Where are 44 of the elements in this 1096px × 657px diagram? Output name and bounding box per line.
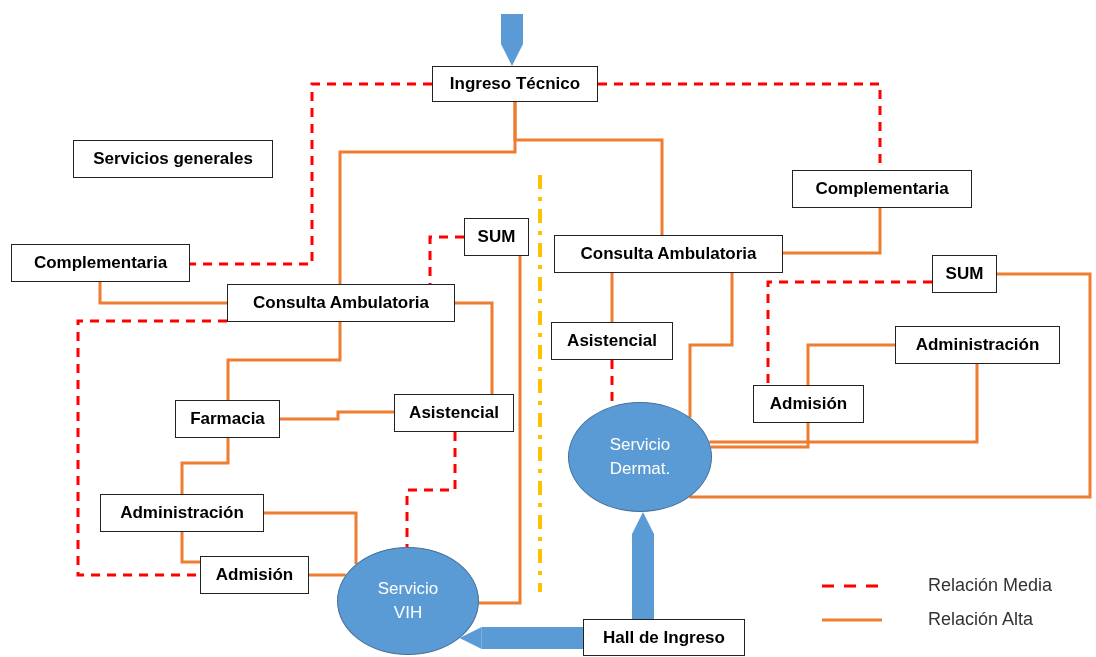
area-box: Ingreso Técnico <box>432 66 598 102</box>
connector-line <box>709 364 979 444</box>
connector-line <box>190 82 432 266</box>
area-box: SUM <box>464 218 529 256</box>
area-box: Asistencial <box>551 322 673 360</box>
area-box: Administración <box>895 326 1060 364</box>
connector-line <box>689 272 1092 499</box>
area-box: Consulta Ambulatoria <box>554 235 783 273</box>
area-box: Administración <box>100 494 264 532</box>
connector-line <box>226 322 342 400</box>
legend-label: Relación Media <box>928 574 1053 597</box>
legend-label: Relación Alta <box>928 608 1034 631</box>
connector-line <box>309 573 346 577</box>
connector-line <box>479 256 522 605</box>
area-box: Hall de Ingreso <box>583 619 745 656</box>
area-box: Complementaria <box>792 170 972 208</box>
service-ellipse: Servicio VIH <box>337 547 479 655</box>
area-box: Farmacia <box>175 400 280 438</box>
area-box: Consulta Ambulatoria <box>227 284 455 322</box>
connector-line <box>76 319 227 577</box>
connector-line <box>264 511 358 565</box>
area-box: Admisión <box>753 385 864 423</box>
block-arrow <box>632 512 654 619</box>
connector-line <box>710 423 810 449</box>
area-box: Asistencial <box>394 394 514 432</box>
area-box: Admisión <box>200 556 309 594</box>
area-box: Complementaria <box>11 244 190 282</box>
connector-line <box>766 280 932 385</box>
block-arrow <box>501 14 523 66</box>
connector-line <box>280 410 394 421</box>
connector-line <box>783 208 882 255</box>
connector-line <box>180 532 200 564</box>
connector-line <box>180 438 230 494</box>
area-box: Servicios generales <box>73 140 273 178</box>
connector-line <box>688 273 734 418</box>
connector-line <box>405 432 457 547</box>
block-arrow <box>459 627 583 649</box>
connector-line <box>806 343 895 385</box>
connector-line <box>98 282 227 305</box>
connector-line <box>513 102 664 235</box>
service-ellipse: Servicio Dermat. <box>568 402 712 512</box>
connector-line <box>610 273 614 322</box>
area-box: SUM <box>932 255 997 293</box>
connector-line <box>455 301 494 394</box>
